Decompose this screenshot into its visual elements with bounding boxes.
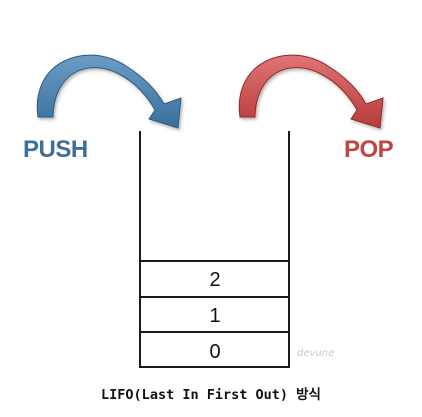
push-label: PUSH	[23, 136, 88, 163]
pop-label: POP	[344, 136, 394, 163]
stack-cell: 2	[140, 260, 289, 291]
push-arrow-icon	[36, 54, 182, 129]
stack-item-label: 2	[209, 269, 220, 291]
stack-cell: 0	[140, 331, 289, 363]
caption: LIFO(Last In First Out) 방식	[101, 386, 321, 403]
stack-cell: 1	[140, 296, 289, 327]
watermark-text: devune	[297, 348, 334, 359]
pop-arrow-icon	[238, 54, 384, 129]
stack-item-label: 1	[209, 305, 220, 327]
stack-item-label: 0	[209, 341, 220, 363]
